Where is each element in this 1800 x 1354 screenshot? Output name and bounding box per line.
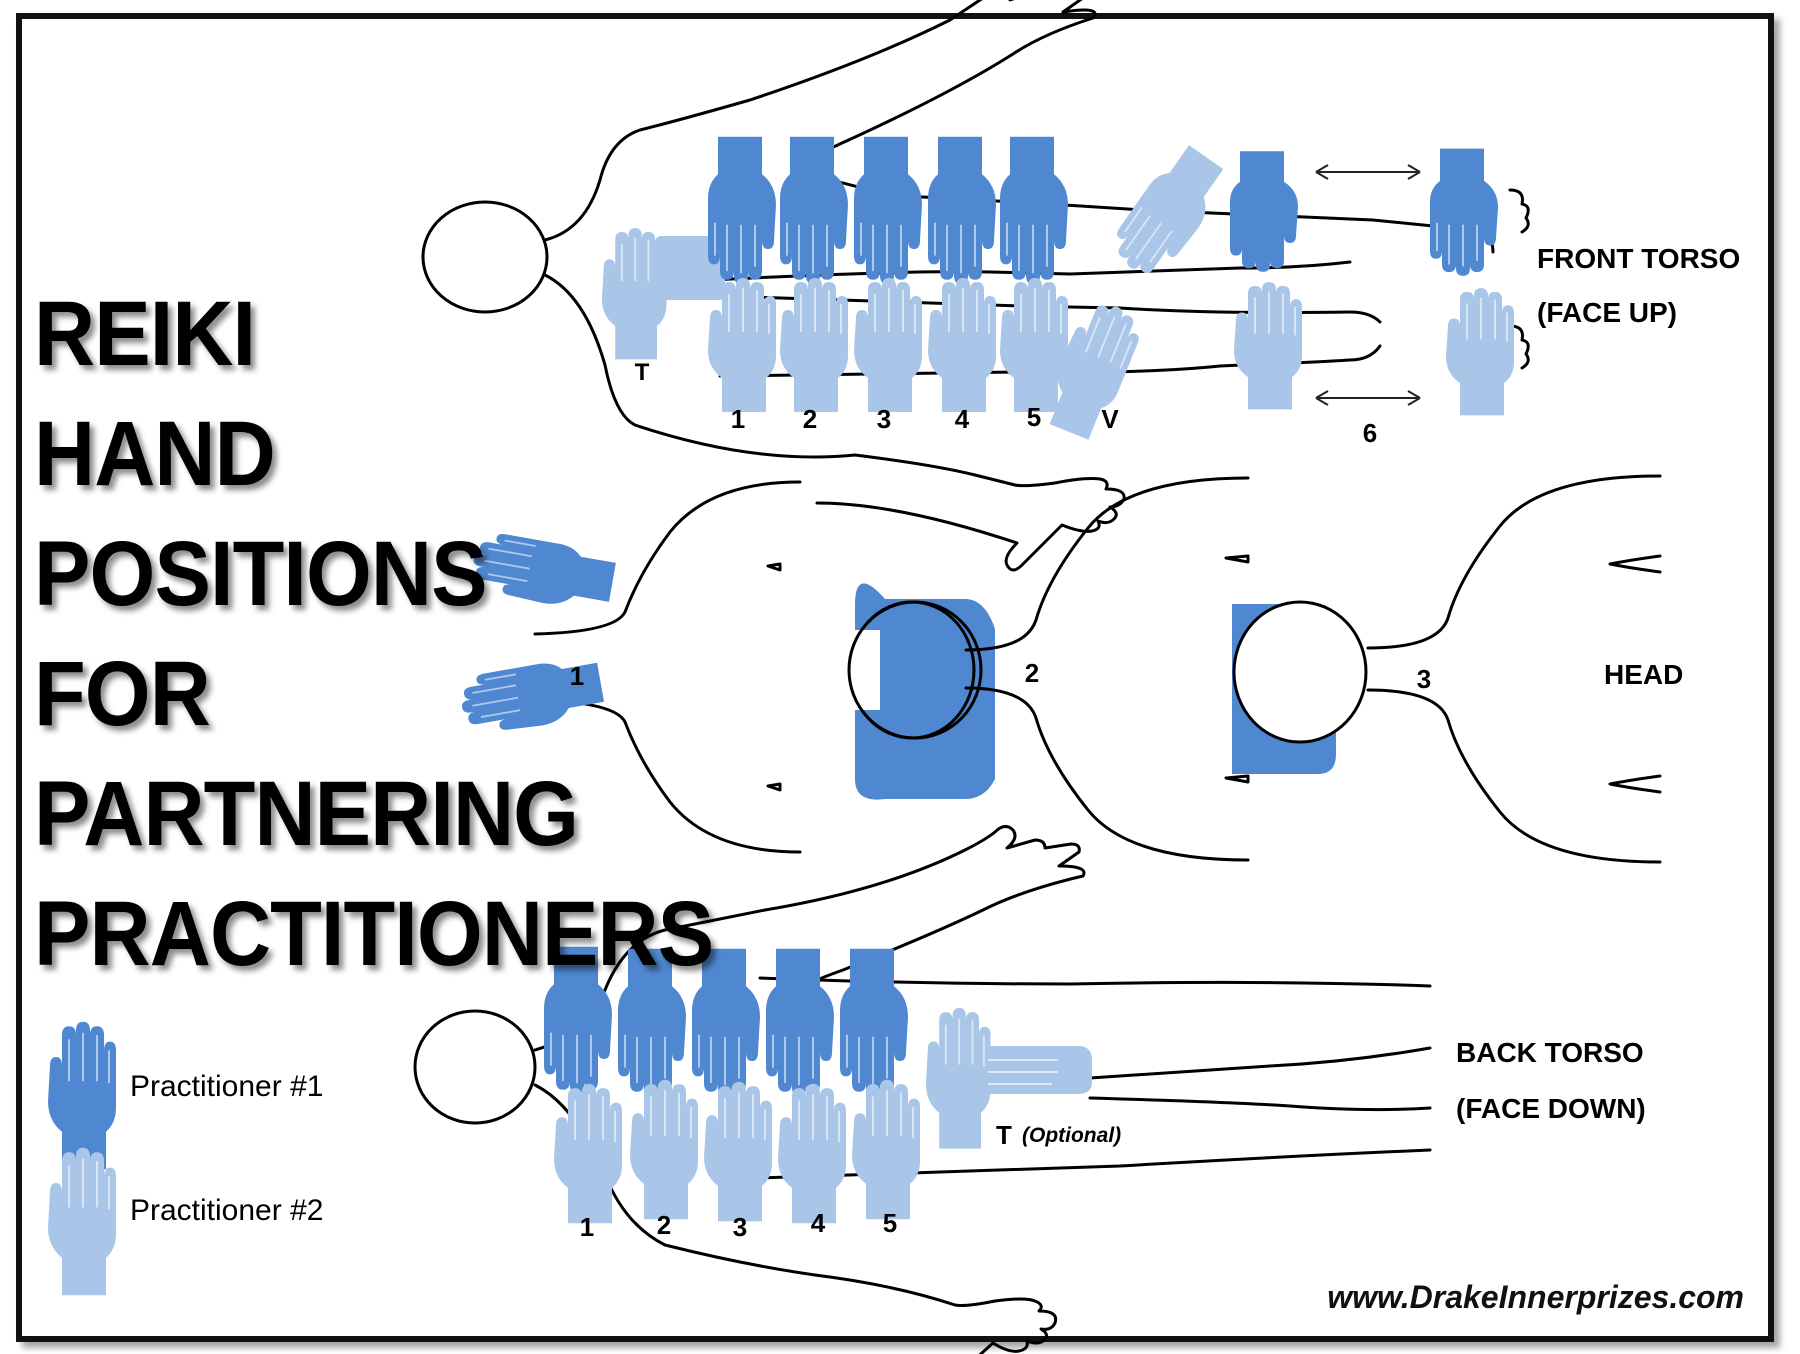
back-torso-hands [544,947,1092,1223]
hand-back-5-bottom [852,1080,920,1219]
front-torso-title: FRONT TORSO [1537,243,1740,274]
back-torso-body [413,825,1432,1354]
hand-back-t-sideways [988,1046,1092,1094]
back-torso-labels: 1 2 3 4 5 T (Optional) BACK TORSO (FACE … [580,1037,1646,1242]
head-section: 1 2 3 HEAD [457,474,1683,864]
hand-front-5-top [1000,137,1068,284]
hand-back-4-bottom [778,1084,846,1223]
hand-front-6-right-bottom [1446,288,1514,415]
title-line-1: REIKI [34,283,256,385]
hand-back-3-bottom [704,1082,772,1221]
website-url: www.DrakeInnerprizes.com [1327,1279,1744,1315]
head-2-figure [847,476,1250,862]
back-torso-subtitle: (FACE DOWN) [1456,1093,1646,1124]
hand-back-4-top [766,949,834,1096]
hand-front-5-bottom [1000,278,1068,412]
head-label-2: 2 [1025,658,1039,688]
front-torso-subtitle: (FACE UP) [1537,297,1677,328]
back-label-optional: (Optional) [1022,1124,1121,1147]
front-head-outline [421,200,549,314]
back-head-outline [413,1009,537,1125]
hand-back-5-top [840,949,908,1096]
head-label-1: 1 [570,661,584,691]
hand-front-2-top [780,137,848,284]
back-label-5: 5 [883,1208,897,1238]
title-line-3: POSITIONS [34,523,488,625]
head-3-figure [1232,474,1662,864]
front-label-t: T [635,359,650,386]
title-line-2: HAND [34,403,276,505]
hand-front-3-bottom [854,278,922,412]
hand-dark-icon [48,1022,116,1169]
hand-back-2-bottom [630,1080,698,1219]
back-label-3: 3 [733,1212,747,1242]
hand-front-4-bottom [928,278,996,412]
title-line-6: PRACTITIONERS [34,883,714,985]
back-label-4: 4 [811,1208,826,1238]
hand-back-t-upright [926,1008,991,1149]
front-label-5: 5 [1027,402,1041,432]
front-label-6: 6 [1363,418,1377,448]
front-6-arrows [1315,164,1421,406]
back-label-t: T [996,1120,1012,1150]
head-1-figure [457,480,802,854]
head-title: HEAD [1604,659,1683,690]
front-label-2: 2 [803,404,817,434]
legend-practitioner-1: Practitioner #1 [130,1070,324,1103]
hand-front-1-top [708,137,776,284]
front-label-1: 1 [731,404,745,434]
back-torso-title: BACK TORSO [1456,1037,1644,1068]
title-line-5: PARTNERING [34,763,579,865]
hand-front-4-top [928,137,996,284]
hand-back-1-bottom [554,1084,622,1223]
hand-light-icon [48,1148,116,1295]
hand-front-3-top [854,137,922,284]
front-torso-hands [602,137,1514,443]
legend-practitioner-2: Practitioner #2 [130,1194,324,1227]
hand-front-6-left-top [1230,151,1298,272]
front-label-3: 3 [877,404,891,434]
title-line-4: FOR [34,643,211,745]
back-label-2: 2 [657,1210,671,1240]
hand-front-6-right-top [1430,149,1498,276]
front-label-4: 4 [955,404,970,434]
front-label-v: V [1101,404,1119,434]
legend-icons [48,1022,116,1295]
head-label-3: 3 [1417,664,1431,694]
hand-front-6-left-bottom [1234,282,1302,409]
back-label-1: 1 [580,1212,594,1242]
front-torso-labels: T 1 2 3 4 5 V 6 FRONT TORSO (FACE UP) [635,243,1741,448]
